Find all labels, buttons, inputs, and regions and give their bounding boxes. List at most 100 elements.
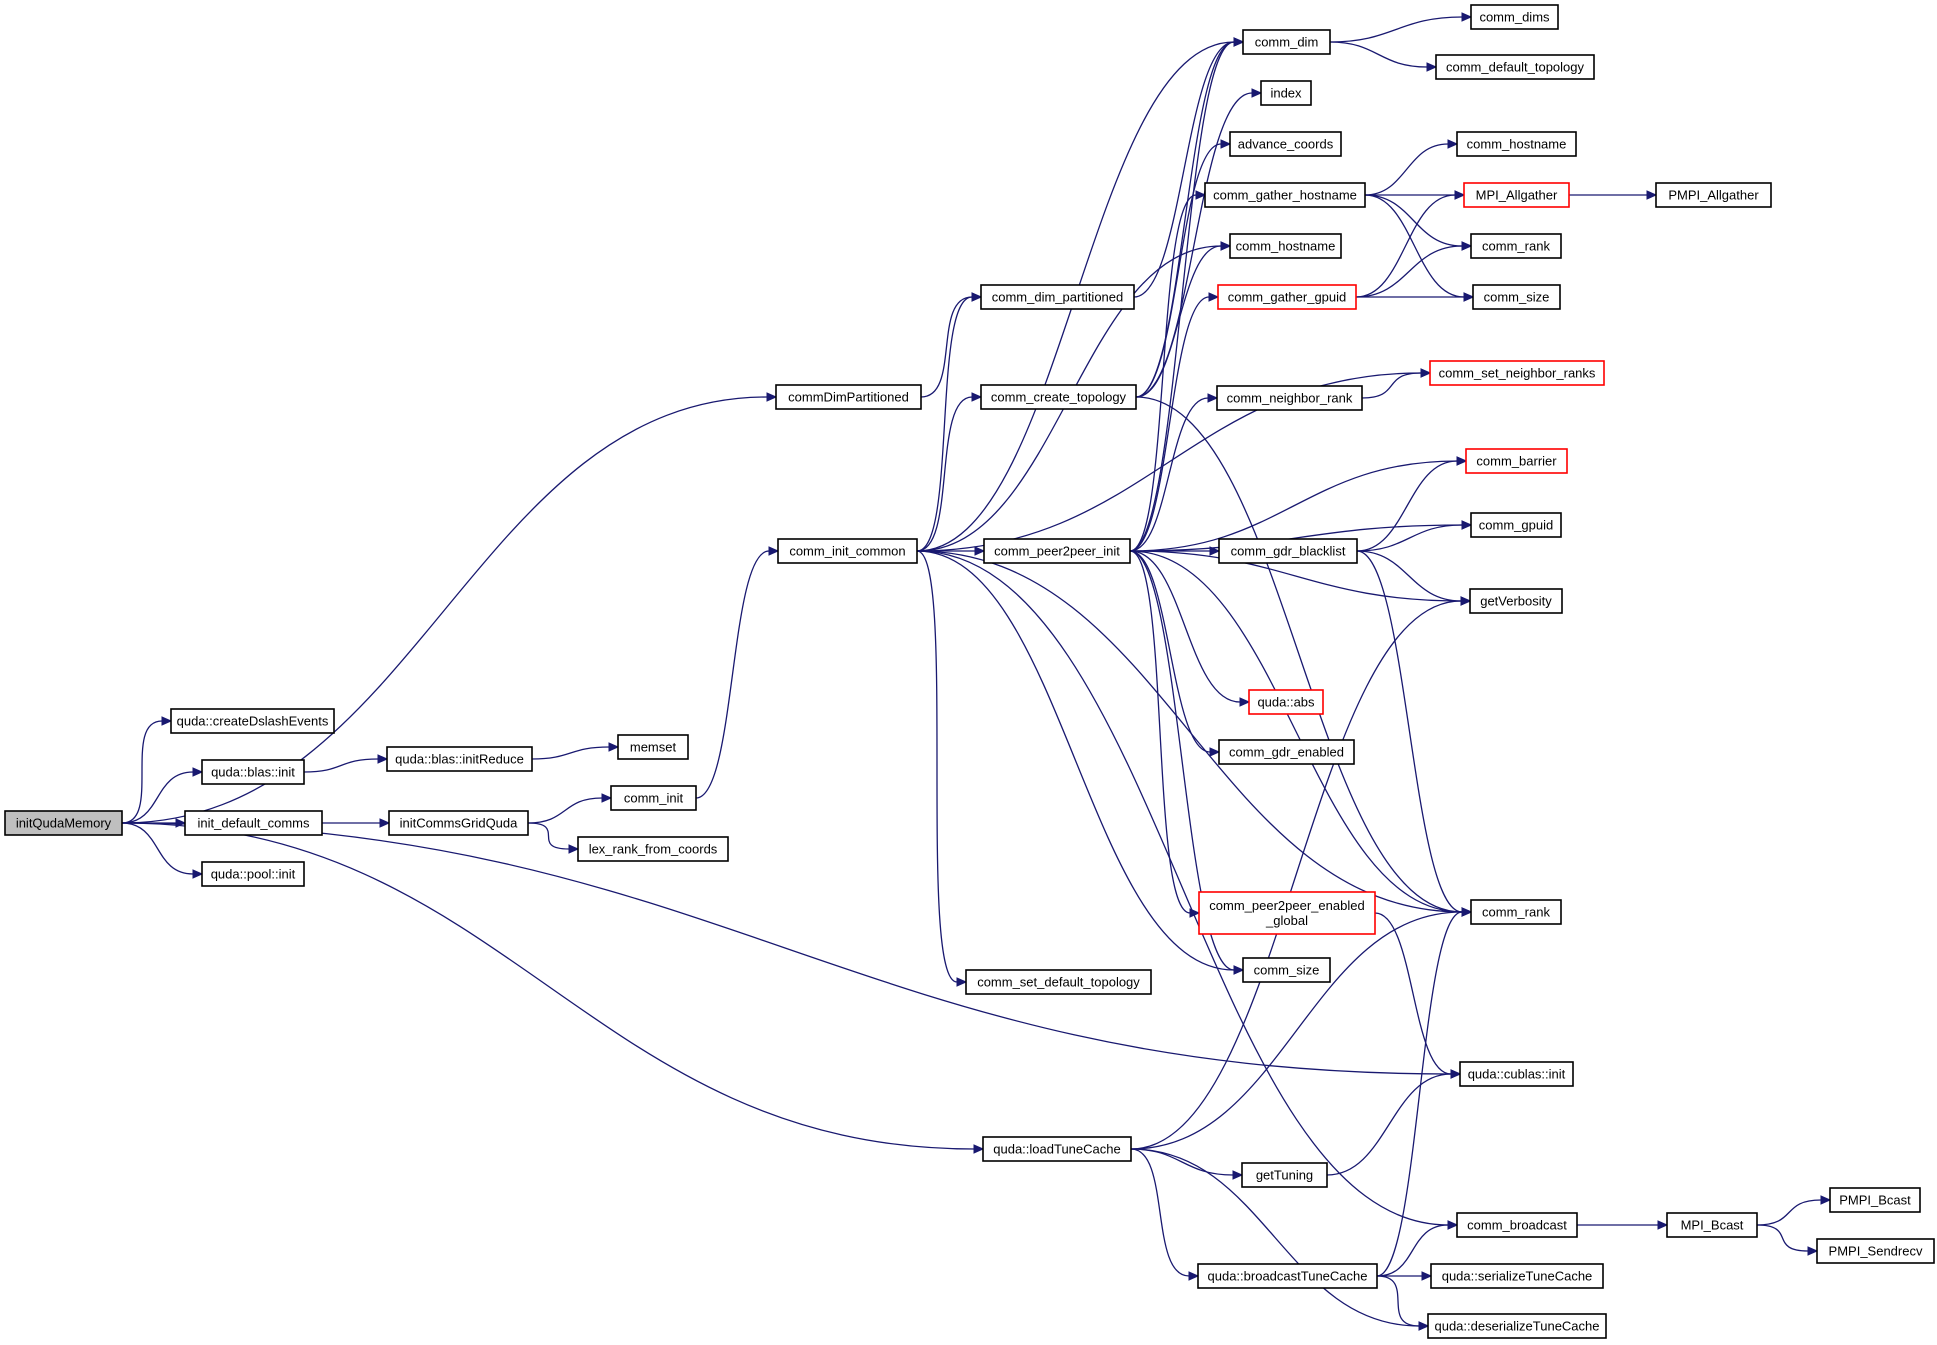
edge-commpeer2peerinit-to-commneighborrank: [1129, 397, 1209, 552]
edge-broadcasttunecache-to-commbroadcast: [1376, 1224, 1449, 1277]
node-comm-size[interactable]: comm_size: [1472, 284, 1561, 310]
node-comm-gpuid[interactable]: comm_gpuid: [1470, 512, 1562, 538]
node-comm-set-default-topology[interactable]: comm_set_default_topology: [965, 969, 1152, 995]
node-box: [1655, 182, 1772, 208]
node-comm-dim-partitioned[interactable]: comm_dim_partitioned: [980, 284, 1135, 310]
node-box: [1469, 588, 1563, 614]
node-box: [1242, 957, 1331, 983]
node-comm-peer2peer-enabled-global[interactable]: comm_peer2peer_enabled_global: [1198, 891, 1376, 935]
node-initqudamemory[interactable]: initQudaMemory: [4, 810, 123, 836]
node-comm-gather-hostname[interactable]: comm_gather_hostname: [1204, 182, 1366, 208]
node-comm-gather-gpuid[interactable]: comm_gather_gpuid: [1217, 284, 1357, 310]
node-box: [1816, 1238, 1935, 1264]
arrowhead: [192, 869, 204, 879]
node-quda-pool-init[interactable]: quda::pool::init: [201, 861, 305, 887]
edge-initreduce-to-memset: [531, 746, 610, 760]
edge-loadtunecache-to-gettuning: [1130, 1148, 1234, 1176]
node-box: [775, 384, 922, 410]
node-comm-dim[interactable]: comm_dim: [1242, 29, 1331, 55]
node-quda-createdslashevents[interactable]: quda::createDslashEvents: [170, 708, 335, 734]
node-label: comm_rank: [1482, 905, 1550, 920]
edge-commpeer2peerinit-to-commgpuid: [1129, 524, 1463, 552]
node-box: [1204, 182, 1366, 208]
node-label: PMPI_Sendrecv: [1829, 1244, 1923, 1259]
node-comm-hostname[interactable]: comm_hostname: [1229, 233, 1342, 259]
node-quda-abs[interactable]: quda::abs: [1248, 689, 1324, 715]
edge-mpibcast-to-pmpibcast: [1756, 1199, 1822, 1226]
node-quda-cublas-init[interactable]: quda::cublas::init: [1459, 1061, 1574, 1087]
node-comm-init[interactable]: comm_init: [610, 785, 697, 811]
node-box: [1463, 182, 1570, 208]
node-box: [1470, 512, 1562, 538]
node-label: init_default_comms: [198, 816, 310, 831]
node-label: comm_broadcast: [1467, 1218, 1567, 1233]
node-comm-peer2peer-init[interactable]: comm_peer2peer_init: [983, 538, 1131, 564]
node-quda-loadtunecache[interactable]: quda::loadTuneCache: [982, 1136, 1132, 1162]
arrowhead: [1463, 292, 1475, 302]
node-comm-barrier[interactable]: comm_barrier: [1465, 448, 1568, 474]
edge-commpeer2peerinit-to-qudaabs: [1129, 550, 1241, 703]
node-box: [1456, 131, 1577, 157]
node-comm-broadcast[interactable]: comm_broadcast: [1456, 1212, 1578, 1238]
arrowhead: [568, 844, 580, 854]
arrowhead: [377, 754, 389, 764]
node-comm-init-common[interactable]: comm_init_common: [777, 538, 918, 564]
node-label: quda::deserializeTuneCache: [1434, 1319, 1599, 1334]
edge-commdimpartitioned-to-comm-dim-partitioned: [920, 296, 973, 398]
node-comm-size[interactable]: comm_size: [1242, 957, 1331, 983]
node-label: MPI_Allgather: [1476, 188, 1558, 203]
node-quda-broadcasttunecache[interactable]: quda::broadcastTuneCache: [1197, 1263, 1378, 1289]
edge-comminitcommon-to-commsetdefaulttopology: [916, 550, 958, 983]
node-advance-coords[interactable]: advance_coords: [1229, 131, 1342, 157]
arrowhead: [1189, 908, 1201, 918]
arrowhead: [1454, 190, 1466, 200]
node-box: [1435, 54, 1595, 80]
node-memset[interactable]: memset: [617, 734, 689, 760]
node-quda-blas-initreduce[interactable]: quda::blas::initReduce: [386, 746, 533, 772]
node-gettuning[interactable]: getTuning: [1241, 1162, 1328, 1188]
edge-blasinit-to-initreduce: [303, 758, 379, 773]
node-comm-rank[interactable]: comm_rank: [1470, 899, 1562, 925]
node-comm-create-topology[interactable]: comm_create_topology: [980, 384, 1137, 410]
node-index[interactable]: index: [1260, 80, 1312, 106]
edge-loadtunecache-to-getverbosity: [1130, 600, 1462, 1150]
node-comm-set-neighbor-ranks[interactable]: comm_set_neighbor_ranks: [1429, 360, 1605, 386]
node-quda-serializetunecache[interactable]: quda::serializeTuneCache: [1430, 1263, 1604, 1289]
node-label: comm_barrier: [1476, 454, 1557, 469]
arrowhead: [1426, 62, 1438, 72]
arrowhead: [1461, 520, 1473, 530]
node-mpi-allgather[interactable]: MPI_Allgather: [1463, 182, 1570, 208]
node-lex-rank-from-coords[interactable]: lex_rank_from_coords: [577, 836, 729, 862]
node-box: [1229, 233, 1342, 259]
node-pmpi-bcast[interactable]: PMPI_Bcast: [1829, 1187, 1921, 1213]
arrowhead: [956, 977, 968, 987]
node-commdimpartitioned[interactable]: commDimPartitioned: [775, 384, 922, 410]
node-label: comm_default_topology: [1446, 60, 1585, 75]
node-box: [1216, 385, 1363, 411]
node-label: comm_dim_partitioned: [992, 290, 1124, 305]
arrowhead: [974, 546, 986, 556]
arrowhead: [1209, 747, 1221, 757]
node-label: index: [1270, 86, 1302, 101]
node-comm-neighbor-rank[interactable]: comm_neighbor_rank: [1216, 385, 1363, 411]
arrowhead: [1807, 1246, 1819, 1256]
node-comm-default-topology[interactable]: comm_default_topology: [1435, 54, 1595, 80]
node-quda-deserializetunecache[interactable]: quda::deserializeTuneCache: [1427, 1313, 1607, 1339]
node-initcommsgridquda[interactable]: initCommsGridQuda: [388, 810, 529, 836]
node-mpi-bcast[interactable]: MPI_Bcast: [1666, 1212, 1758, 1238]
node-quda-blas-init[interactable]: quda::blas::init: [201, 759, 305, 785]
node-comm-dims[interactable]: comm_dims: [1470, 4, 1559, 30]
node-box: [610, 785, 697, 811]
node-box: [1470, 233, 1562, 259]
node-init-default-comms[interactable]: init_default_comms: [184, 810, 323, 836]
node-pmpi-allgather[interactable]: PMPI_Allgather: [1655, 182, 1772, 208]
node-box: [1242, 29, 1331, 55]
node-getverbosity[interactable]: getVerbosity: [1469, 588, 1563, 614]
arrowhead: [192, 767, 204, 777]
arrowhead: [1209, 546, 1221, 556]
node-comm-hostname[interactable]: comm_hostname: [1456, 131, 1577, 157]
node-comm-rank[interactable]: comm_rank: [1470, 233, 1562, 259]
node-comm-gdr-blacklist[interactable]: comm_gdr_blacklist: [1218, 538, 1358, 564]
node-pmpi-sendrecv[interactable]: PMPI_Sendrecv: [1816, 1238, 1935, 1264]
node-comm-gdr-enabled[interactable]: comm_gdr_enabled: [1218, 739, 1355, 765]
